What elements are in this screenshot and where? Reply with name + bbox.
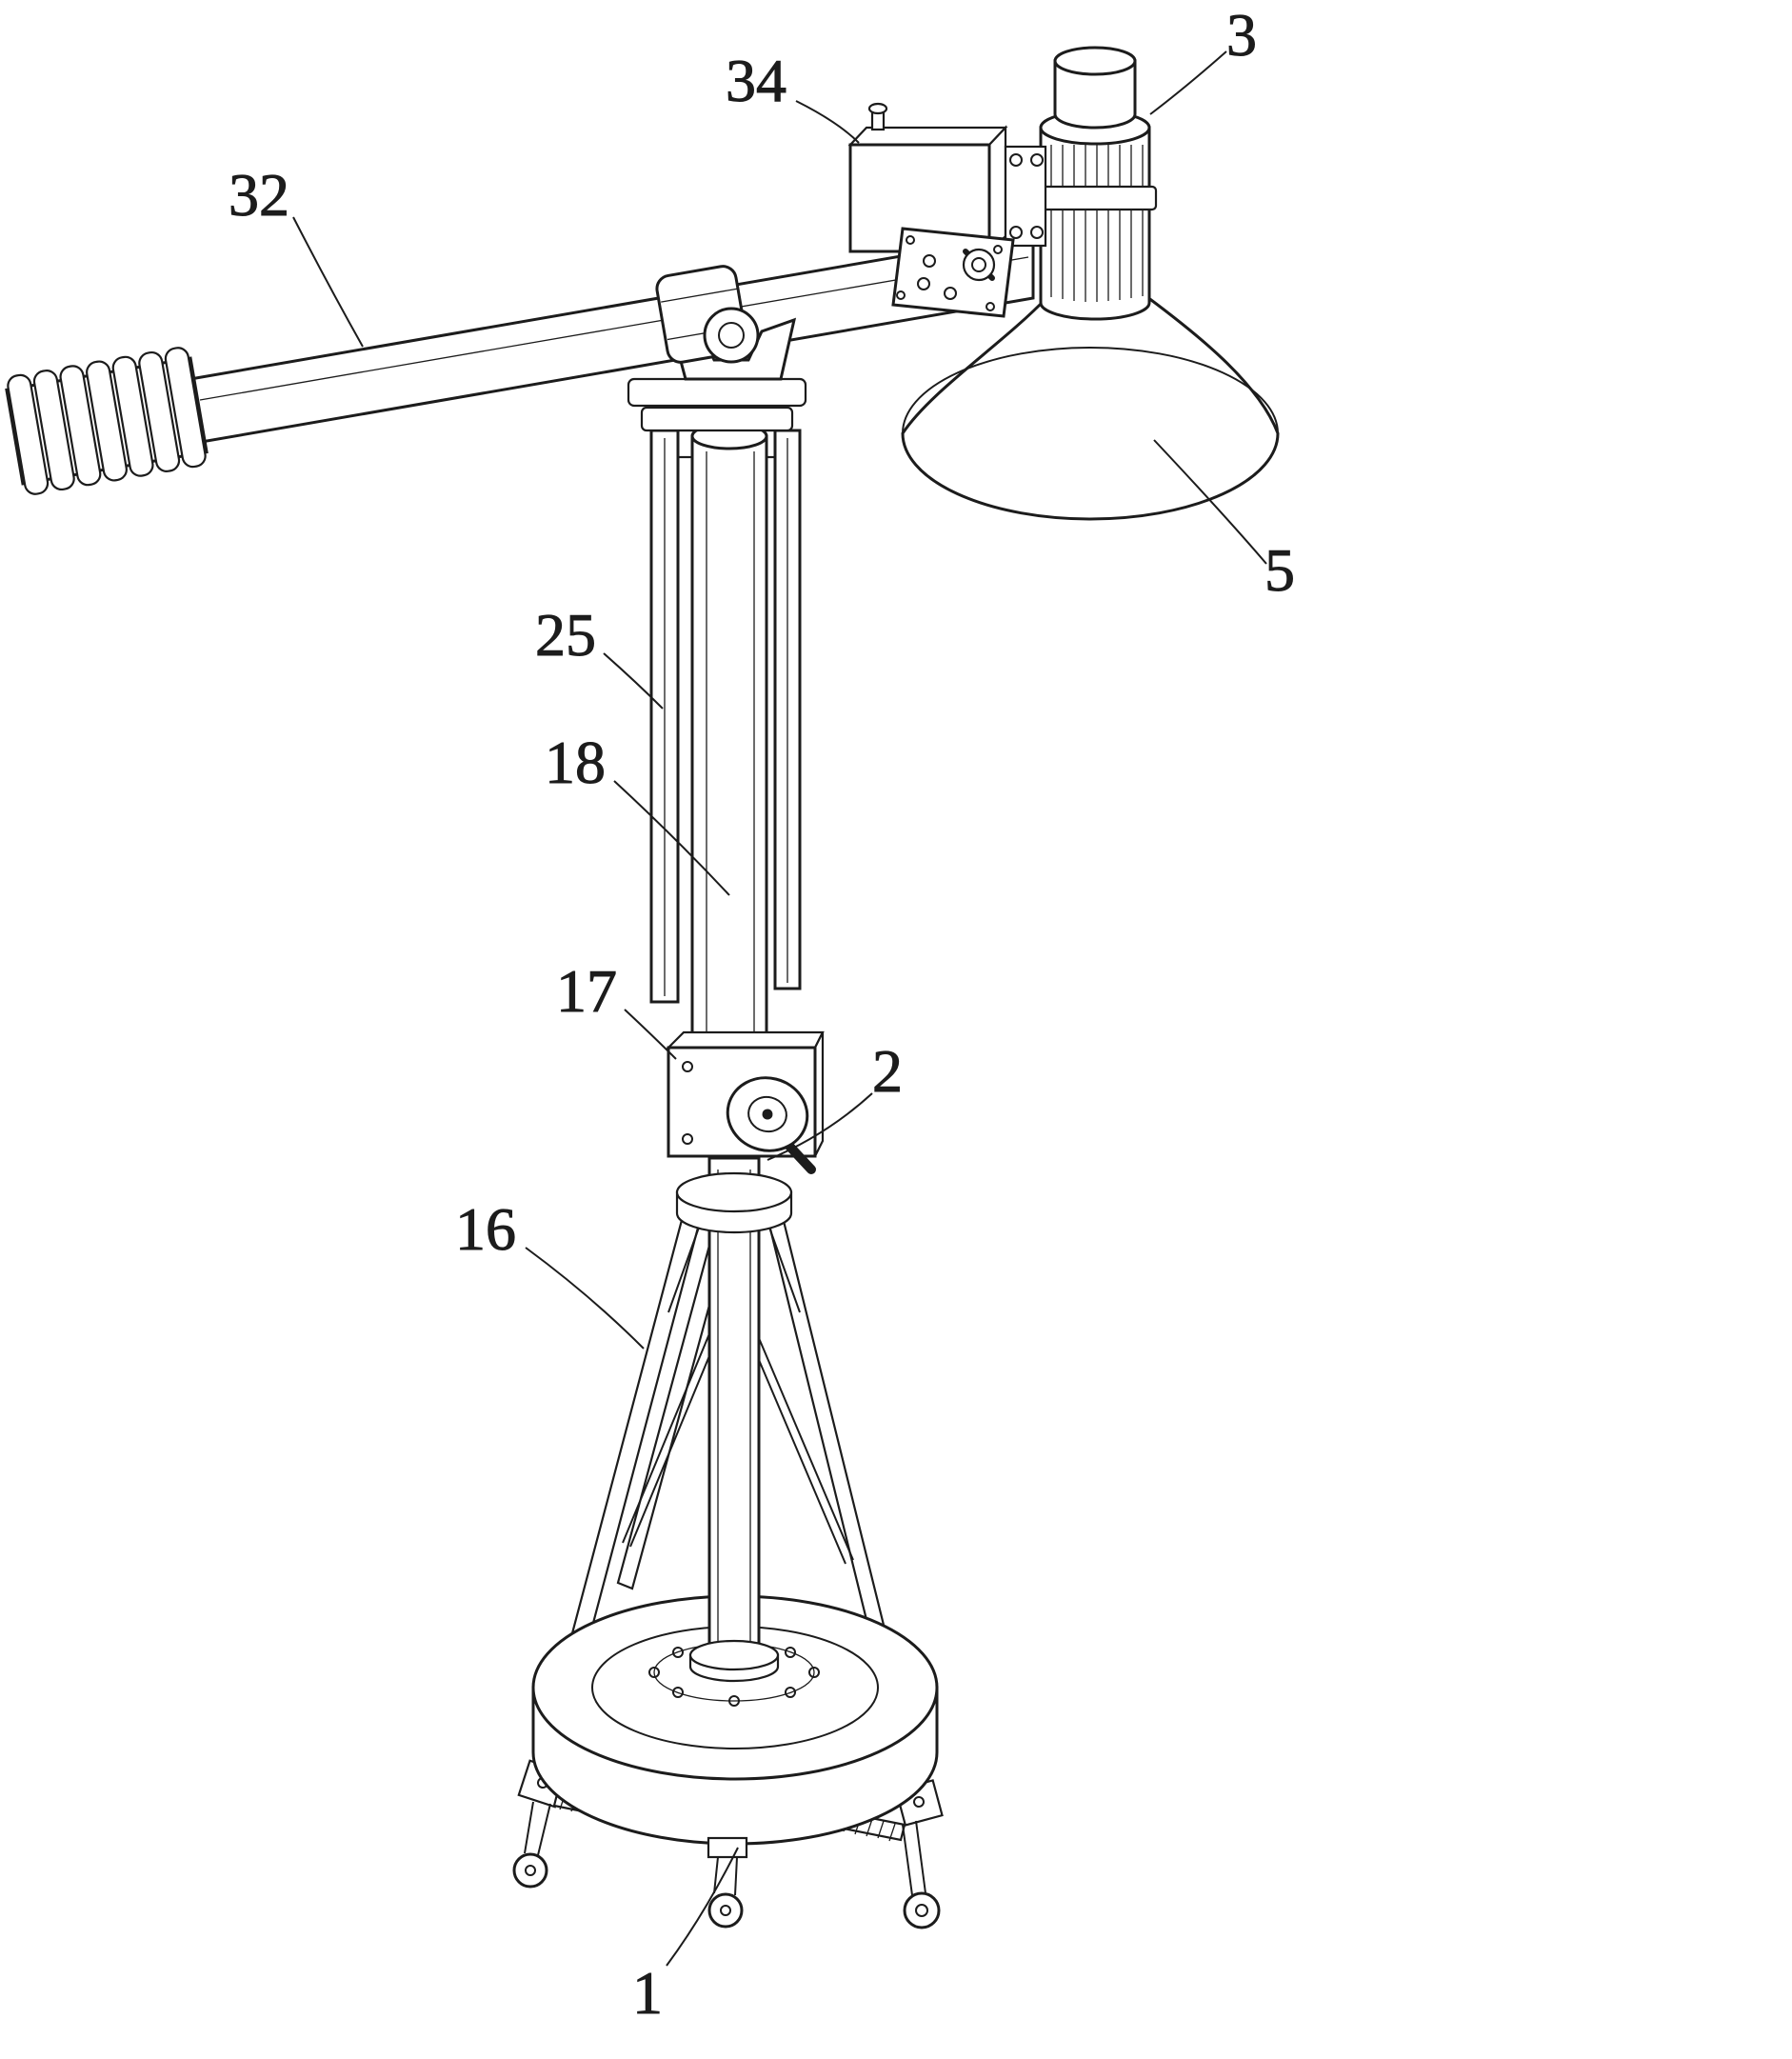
caster-right xyxy=(902,1820,941,1929)
lift-cylinder xyxy=(690,422,768,1057)
leader-5 xyxy=(1153,439,1267,565)
label-5: 5 xyxy=(1264,536,1295,604)
handle-grip xyxy=(5,347,209,495)
flange-plate-bottom xyxy=(640,406,794,432)
label-34: 34 xyxy=(726,47,786,114)
mount-bracket xyxy=(847,102,1047,318)
base-flange xyxy=(688,1639,780,1683)
leader-1 xyxy=(666,1847,739,1967)
label-1: 1 xyxy=(632,1959,663,2027)
motor xyxy=(1017,46,1158,321)
label-3: 3 xyxy=(1226,1,1257,69)
connector-plate xyxy=(1004,145,1047,248)
gearbox xyxy=(666,1030,825,1174)
flange-plate-top xyxy=(627,377,807,408)
leader-16 xyxy=(525,1247,645,1349)
motor-clamp-band xyxy=(1032,185,1158,211)
leg-collar xyxy=(675,1171,793,1234)
lower-column xyxy=(675,1156,793,1929)
label-32: 32 xyxy=(229,161,289,229)
label-16: 16 xyxy=(455,1195,516,1263)
leader-34 xyxy=(795,100,860,144)
label-2: 2 xyxy=(872,1037,903,1105)
caster-center xyxy=(707,1836,748,1929)
label-17: 17 xyxy=(556,957,617,1025)
label-25: 25 xyxy=(535,601,596,669)
lamp-shade xyxy=(901,295,1280,521)
pivot-pin xyxy=(703,307,760,364)
handwheel xyxy=(726,1076,809,1152)
face-plate xyxy=(891,227,1015,318)
leader-32 xyxy=(292,216,364,348)
support-arm xyxy=(5,231,1035,495)
leader-3 xyxy=(1149,50,1227,115)
motor-fins xyxy=(1050,145,1144,302)
label-18: 18 xyxy=(545,729,606,796)
caster-left xyxy=(512,1801,551,1889)
leader-2 xyxy=(767,1092,873,1161)
adjust-knob xyxy=(962,248,996,282)
reference-labels: 32 34 3 5 25 18 17 2 16 1 xyxy=(229,1,1296,2028)
leader-18 xyxy=(613,780,730,896)
leader-17 xyxy=(624,1009,677,1060)
leader-25 xyxy=(603,652,664,710)
pivot-assembly xyxy=(627,265,807,432)
leg-braces xyxy=(622,1224,854,1565)
leader-lines xyxy=(292,50,1267,1967)
